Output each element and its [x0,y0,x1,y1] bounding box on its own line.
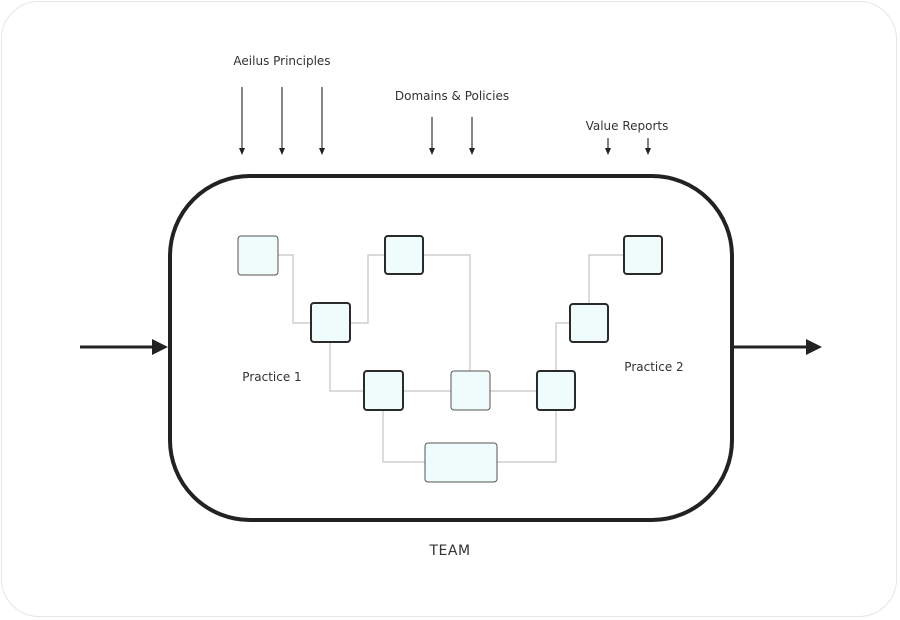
connector-n2-n5 [423,254,471,371]
domains-arrowhead-1 [429,148,435,155]
process-nodes [237,235,663,483]
principles-arrows [239,87,325,155]
connector-n1-n3 [278,254,311,324]
practice-2-label: Practice 2 [624,360,683,374]
process-node [310,302,351,343]
connector-n3-n4 [329,342,364,392]
value-arrows [605,138,651,155]
connector-n4-base [382,410,425,463]
value-arrowhead-1 [605,148,611,155]
output-arrowhead [806,339,822,355]
connector-n3-n2 [350,254,385,324]
principles-arrowhead-2 [279,148,285,155]
value-reports-label: Value Reports [586,119,669,133]
process-node [623,235,663,275]
process-node [384,235,424,275]
practice-1-label: Practice 1 [242,370,301,384]
principles-arrowhead-1 [239,148,245,155]
process-node [237,235,279,276]
connectors [278,254,624,463]
process-node [450,370,491,411]
process-node [536,370,576,411]
team-label: TEAM [428,543,470,559]
domains-arrowhead-2 [469,148,475,155]
domains-policies-label: Domains & Policies [395,89,509,103]
connector-base-n6 [497,410,557,463]
connector-n6-n7 [555,322,570,371]
output-arrow [734,339,822,355]
connector-n7-n8 [588,254,624,304]
process-node [363,370,404,411]
value-arrowhead-2 [645,148,651,155]
input-arrow [80,339,168,355]
aeilus-principles-label: Aeilus Principles [233,54,330,68]
process-node [569,303,609,343]
principles-arrowhead-3 [319,148,325,155]
domains-arrows [429,117,475,155]
team-container [168,174,734,522]
process-node-wide [424,442,498,483]
input-arrowhead [152,339,168,355]
